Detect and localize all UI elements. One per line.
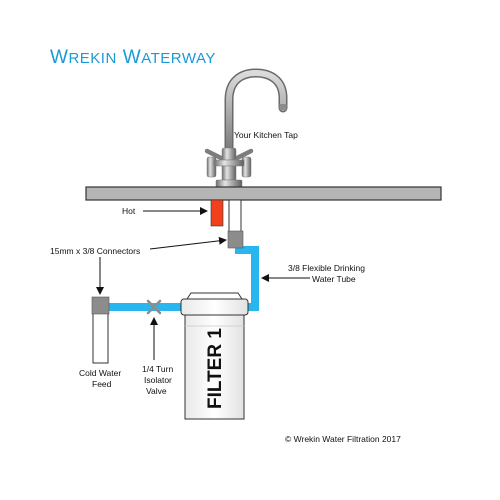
- connectors-label: 15mm x 3/8 Connectors: [50, 246, 140, 256]
- tube-label-line2: Water Tube: [312, 274, 356, 284]
- tap-label: Your Kitchen Tap: [234, 130, 298, 140]
- worktop: [85, 186, 442, 201]
- cold-feed-label-line1: Cold Water: [79, 368, 121, 378]
- filter-label: FILTER 1: [205, 328, 226, 409]
- filter-housing: [180, 292, 249, 420]
- brand-word-1: REKIN: [68, 50, 116, 67]
- valve-label-line2: Isolator: [144, 375, 172, 385]
- valve-label-line3: Valve: [146, 386, 167, 396]
- valve-label-line1: 1/4 Turn: [142, 364, 173, 374]
- hot-pipe: [210, 199, 224, 227]
- hot-label: Hot: [122, 206, 136, 216]
- brand-initial-1: W: [50, 47, 68, 68]
- cold-feed-pipe: [92, 312, 109, 364]
- brand-initial-2: W: [123, 47, 141, 68]
- copyright-text: © Wrekin Water Filtration 2017: [285, 434, 401, 444]
- connectors-arrow-right: [149, 236, 227, 250]
- tube-label-line1: 3/8 Flexible Drinking: [288, 263, 365, 273]
- brand-word-2: ATERWAY: [141, 50, 216, 67]
- cold-tap-tail: [228, 199, 242, 233]
- tap-connector: [227, 230, 244, 249]
- cold-feed-label-line2: Feed: [92, 379, 112, 389]
- cold-feed-connector: [91, 296, 110, 315]
- kitchen-tap: [204, 68, 288, 188]
- isolator-valve: [146, 299, 162, 315]
